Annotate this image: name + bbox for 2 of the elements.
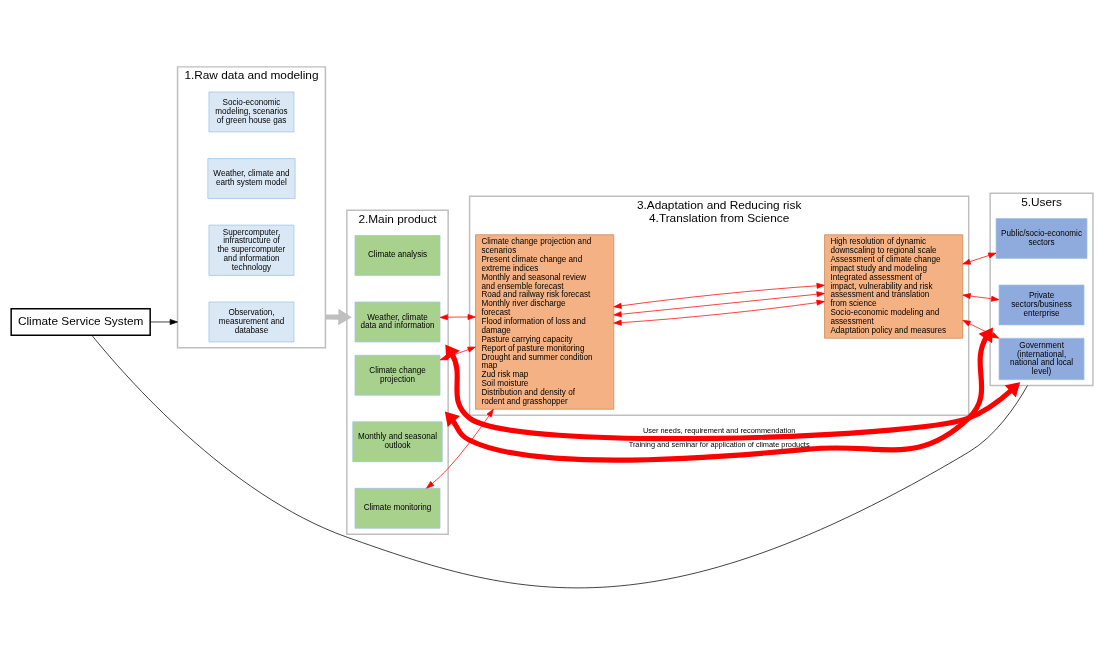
edge-label: User needs, requirement and recommendation xyxy=(642,425,796,435)
edge-label: Training and seminar for application of climate products xyxy=(628,439,810,449)
